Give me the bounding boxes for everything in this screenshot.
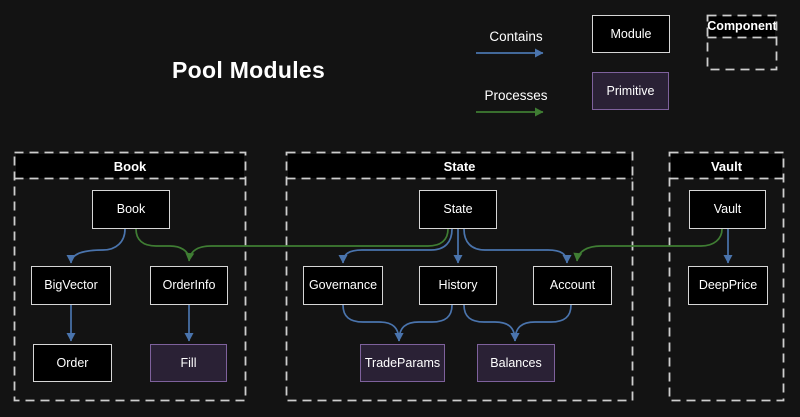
legend-primitive-label: Primitive [606,83,655,98]
node-deepprice-label: DeepPrice [698,278,758,293]
legend-contains-label: Contains [489,29,543,44]
legend-component-label: Component [707,19,777,34]
legend-module-label: Module [610,26,652,41]
node-vault-label: Vault [713,202,742,217]
node-state: State [419,190,497,229]
node-tradeparams: TradeParams [360,344,445,382]
legend-processes-label: Processes [484,88,548,103]
node-balances-label: Balances [490,355,542,370]
node-book-label: Book [116,202,146,217]
container-book-header: Book [16,154,244,178]
node-balances: Balances [477,344,555,382]
node-fill-label: Fill [180,355,197,370]
node-fill: Fill [150,344,227,382]
edge-contains-book-bigvector [66,228,126,264]
node-governance-label: Governance [308,278,378,293]
edge-contains-state-account [463,228,572,264]
edge-contains-governance-tradeparams [342,304,404,342]
node-deepprice: DeepPrice [688,266,768,305]
edge-contains-history-balances [463,304,520,342]
node-bigvector-label: BigVector [44,278,98,293]
edge-processes-vault-account [573,228,723,262]
edge-contains-account-balances [510,304,572,342]
edge-processes-state-orderinfo [185,228,449,262]
page-title: Pool Modules [172,57,326,83]
edge-processes-book-orderinfo [135,228,190,259]
legend-module-box: Module [592,15,670,53]
node-history: History [419,266,497,305]
node-governance: Governance [303,266,383,305]
edge-contains-history-tradeparams [394,304,453,342]
node-account: Account [533,266,612,305]
container-vault-header: Vault [671,154,782,178]
node-vault: Vault [689,190,766,229]
node-tradeparams-label: TradeParams [364,355,441,370]
container-book-title: Book [113,158,147,174]
node-state-label: State [443,202,473,217]
legend-primitive-box: Primitive [592,72,669,110]
container-state-header: State [288,154,631,178]
container-state-title: State [443,158,476,174]
node-orderinfo: OrderInfo [150,266,228,305]
node-book: Book [92,190,170,229]
node-account-label: Account [549,278,596,293]
edge-contains-state-governance [338,228,453,264]
node-history-label: History [438,278,478,293]
legend-component-header: Component [707,16,777,37]
container-vault-title: Vault [710,158,743,174]
node-bigvector: BigVector [31,266,111,305]
node-order: Order [33,344,112,382]
node-orderinfo-label: OrderInfo [162,278,216,293]
node-order-label: Order [56,355,89,370]
